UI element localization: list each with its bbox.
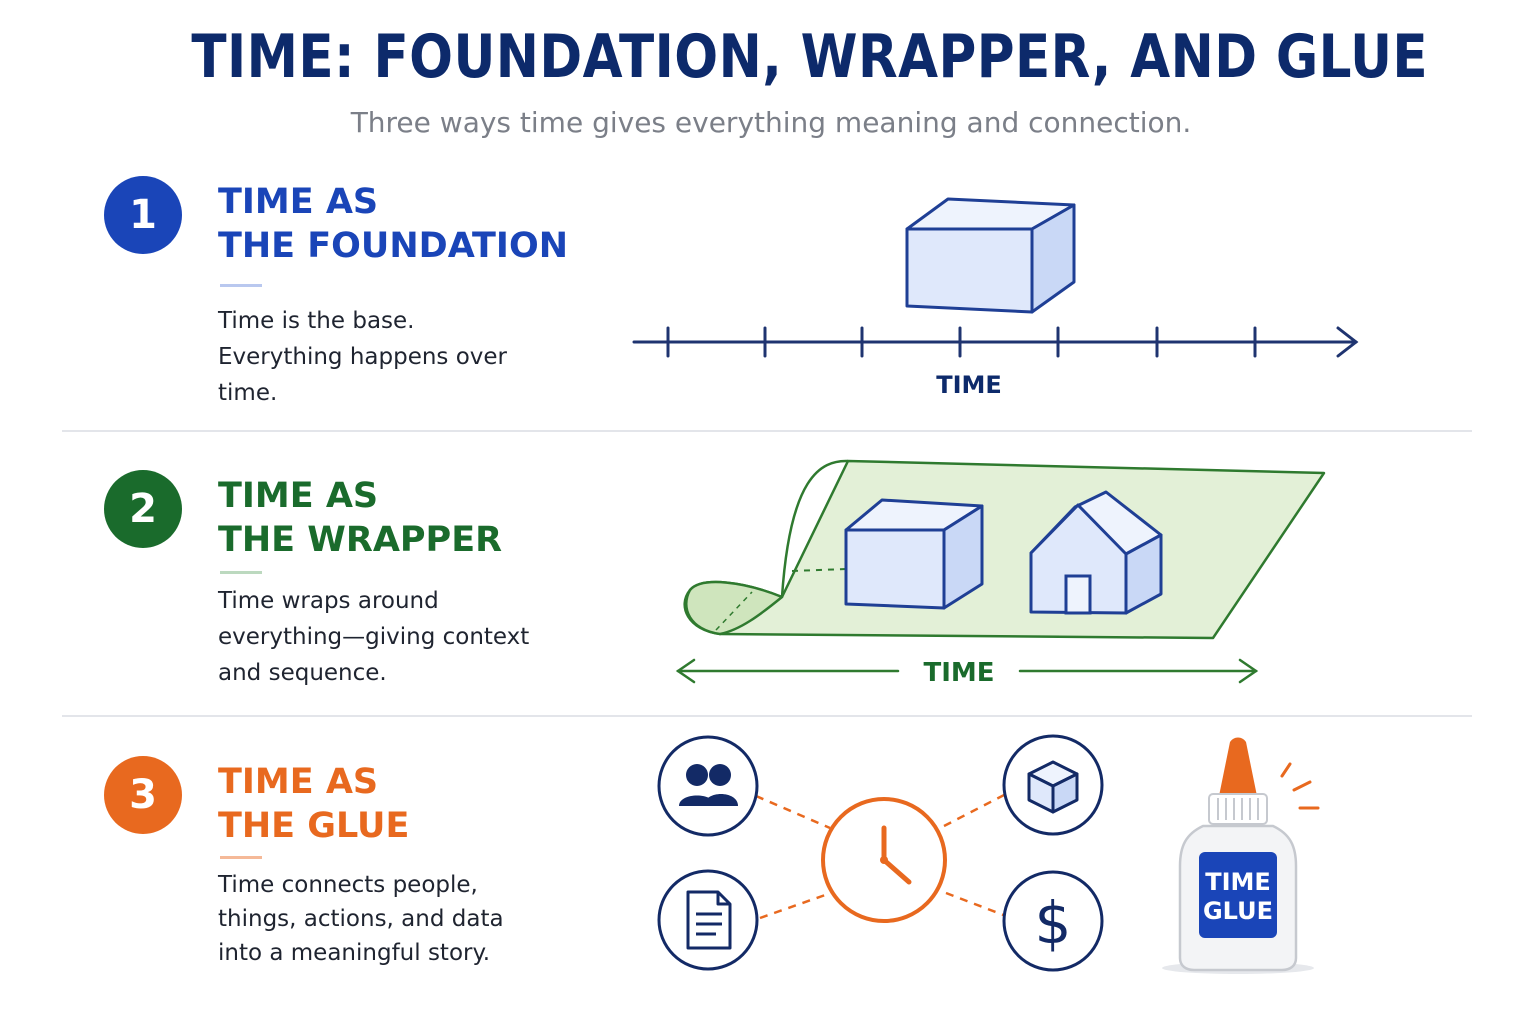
glue-sparkle-icon — [1280, 762, 1320, 810]
section-2-accent-line — [220, 571, 262, 574]
glue-connectors — [755, 792, 1007, 920]
section-1-title-line2: THE FOUNDATION — [218, 226, 568, 266]
page-subtitle: Three ways time gives everything meaning… — [350, 106, 1192, 139]
timeline-axis — [632, 326, 1359, 358]
wrapper-time-label: TIME — [923, 658, 994, 688]
wrapper-house-icon — [1029, 490, 1163, 615]
document-icon — [657, 869, 759, 971]
section-3-title-line1: TIME AS — [218, 762, 379, 802]
foundation-diagram: TIME — [632, 197, 1359, 399]
foundation-time-label: TIME — [936, 371, 1002, 399]
cube-icon — [1002, 734, 1104, 836]
glue-diagram: $ TIME GLUE — [657, 734, 1320, 974]
wrapper-diagram: TIME — [675, 459, 1326, 688]
foundation-cube-icon — [905, 197, 1076, 314]
page-title: TIME: FOUNDATION, WRAPPER, AND GLUE — [191, 22, 1429, 92]
section-3-number-badge: 3 — [104, 756, 182, 834]
section-1-description: Time is the base. Everything happens ove… — [218, 308, 508, 406]
section-1-title: TIME AS THE FOUNDATION — [218, 180, 568, 268]
section-2-number-badge: 2 — [104, 470, 182, 548]
section-3-description: Time connects people, things, actions, a… — [218, 872, 504, 966]
section-2-title-line2: THE WRAPPER — [218, 520, 503, 560]
svg-text:$: $ — [1035, 889, 1072, 957]
glue-label-line1: TIME — [1205, 868, 1271, 896]
divider-1 — [62, 430, 1472, 432]
section-3-accent-line — [220, 856, 262, 859]
section-3-title: TIME AS THE GLUE — [218, 760, 409, 848]
wrapper-time-arrow — [675, 658, 1259, 684]
people-icon — [657, 735, 759, 837]
wrapper-sheet-icon — [683, 459, 1326, 640]
section-2-title-line1: TIME AS — [218, 476, 379, 516]
section-3-title-line2: THE GLUE — [218, 806, 410, 846]
section-2-description: Time wraps around everything—giving cont… — [218, 588, 530, 686]
section-1-number-badge: 1 — [104, 176, 182, 254]
clock-icon — [821, 797, 947, 923]
section-1-title-line1: TIME AS — [218, 182, 379, 222]
dollar-icon: $ — [1002, 870, 1104, 972]
divider-2 — [62, 715, 1472, 717]
section-2-title: TIME AS THE WRAPPER — [218, 474, 502, 562]
glue-bottle-icon: TIME GLUE — [1162, 737, 1320, 974]
glue-label-line2: GLUE — [1203, 897, 1273, 925]
section-1-accent-line — [220, 284, 262, 287]
wrapper-cube-icon — [844, 498, 984, 610]
